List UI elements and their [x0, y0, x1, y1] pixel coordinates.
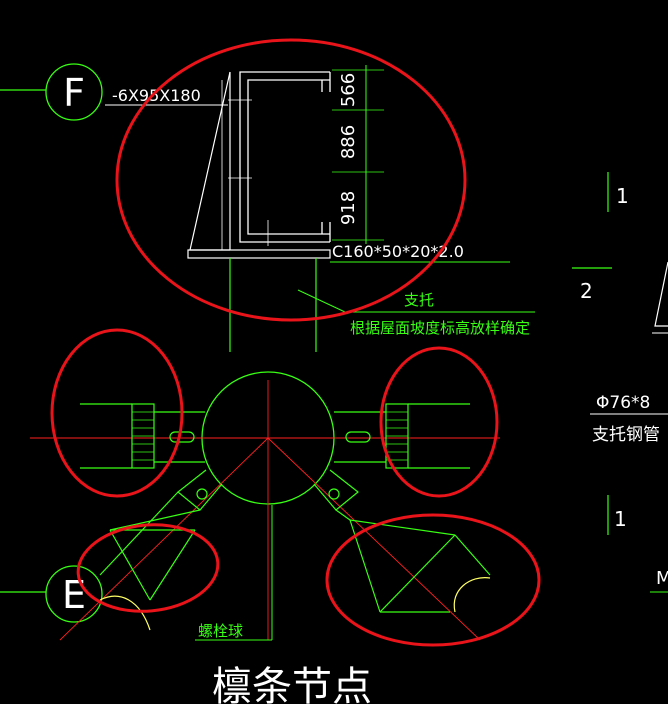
bolt-ball-label: 螺栓球: [198, 622, 243, 640]
section-1b: 1: [614, 507, 627, 531]
markup-ellipse-lower-right: [325, 513, 541, 647]
support-note: 根据屋面坡度标高放样确定: [350, 319, 530, 337]
support-pipe: [229, 258, 317, 352]
left-member: [80, 403, 205, 469]
edge-letter: M: [656, 568, 668, 589]
left-member-hatch: [132, 411, 154, 461]
markup-ellipse-top: [115, 38, 467, 322]
bolt-ball-callout: 螺栓球: [195, 505, 273, 641]
right-member-hatch: [386, 411, 408, 461]
support-callout: 支托 根据屋面坡度标高放样确定: [297, 289, 535, 337]
grid-axis-f: F: [0, 63, 103, 121]
pipe-spec: Φ76*8: [596, 393, 650, 413]
bolt-ball: [30, 371, 500, 641]
lower-left-member: [99, 469, 223, 601]
markup-ellipses: [50, 38, 541, 647]
c-purlin-section: [228, 71, 331, 246]
axis-f-label: F: [63, 71, 85, 115]
markup-ellipse-lower-left: [76, 523, 220, 613]
grid-axis-e: E: [0, 565, 103, 623]
dimension-chain: 566 886 918: [332, 65, 384, 244]
purlin-callout: C160*50*20*2.0: [330, 242, 510, 263]
lower-left-break-line: [99, 595, 151, 631]
plate-label: -6X95X180: [112, 86, 201, 105]
support-label: 支托: [404, 291, 434, 309]
purlin-label: C160*50*20*2.0: [332, 242, 464, 261]
markup-ellipse-right: [379, 346, 499, 498]
dim-top: 566: [338, 73, 359, 107]
lower-right-member: [313, 469, 491, 613]
support-plate: [187, 71, 331, 259]
lower-right-break-line: [453, 577, 491, 613]
drawing-title: 檩条节点: [212, 664, 372, 704]
section-1a: 1: [616, 184, 629, 208]
section-marks: 1 2 1 M: [572, 172, 668, 593]
dim-mid: 886: [338, 125, 359, 159]
axis-e-label: E: [62, 573, 86, 617]
pipe-name: 支托钢管: [592, 425, 660, 445]
markup-ellipse-left: [50, 328, 184, 498]
plate-callout: -6X95X180: [105, 86, 228, 106]
pipe-spec-callout: Φ76*8 支托钢管: [590, 393, 668, 445]
dim-bot: 918: [338, 191, 359, 225]
section-2: 2: [580, 279, 593, 303]
